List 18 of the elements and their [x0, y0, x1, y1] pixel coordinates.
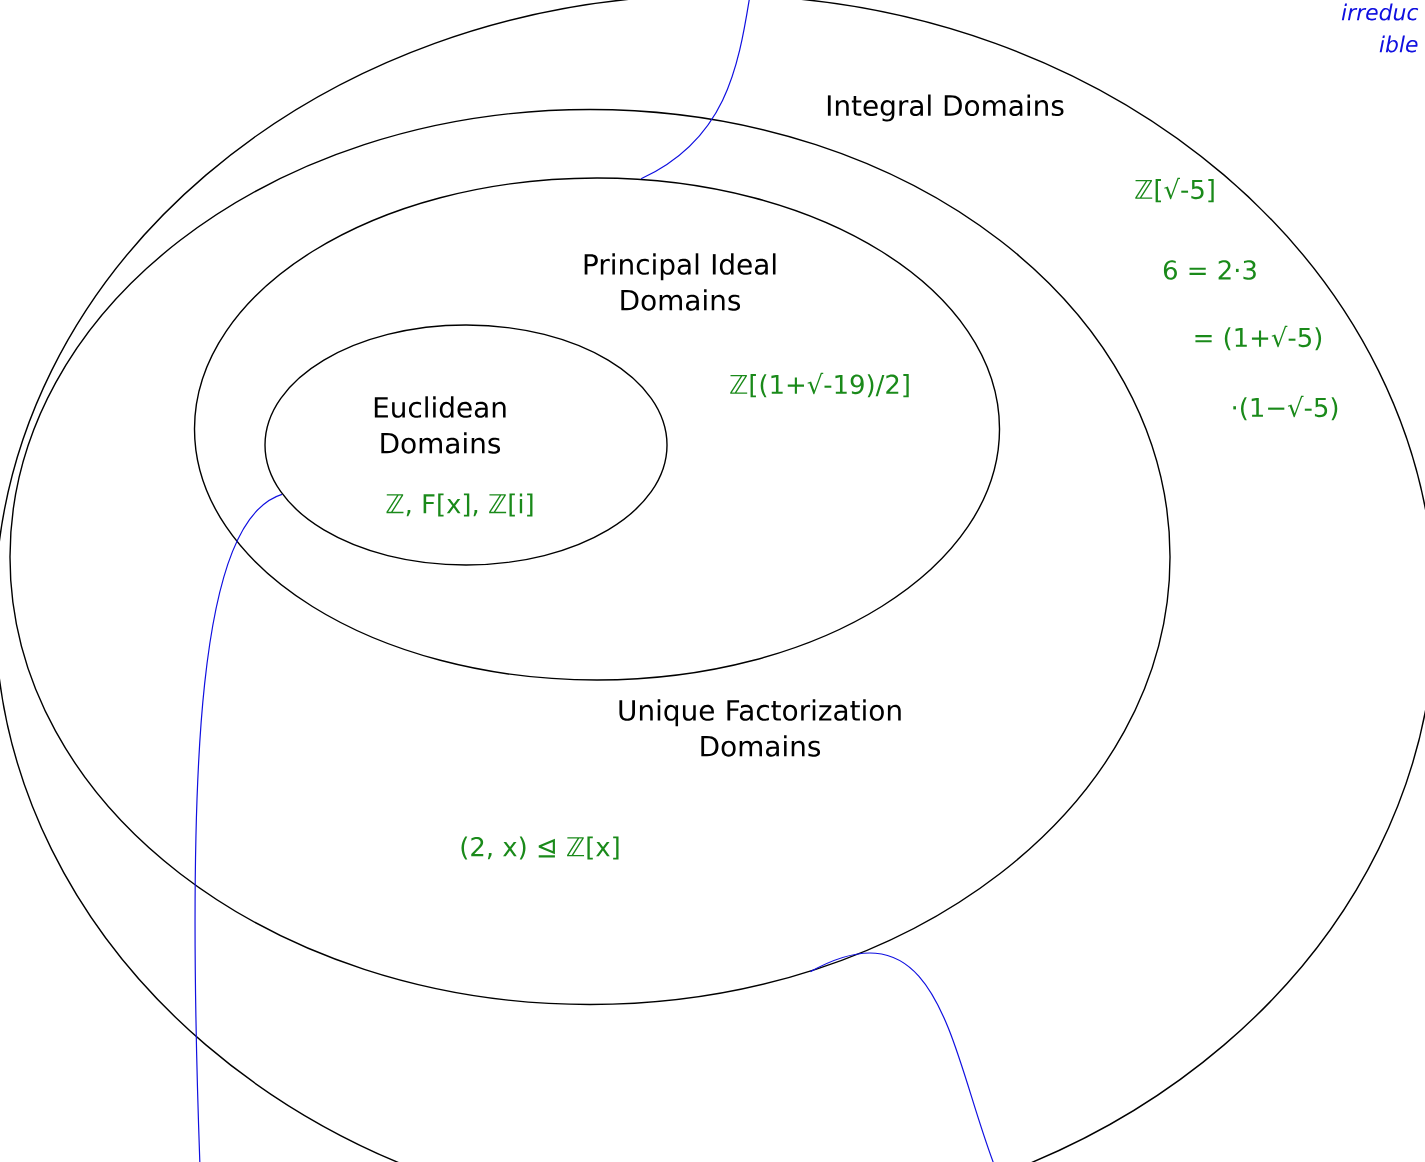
region-title: Principal Ideal Domains	[584, 253, 776, 311]
domain-ellipse	[264, 324, 668, 566]
example-formula: ℤ[(1+√-19)/2]	[730, 372, 909, 398]
leader-line	[640, 0, 751, 180]
leader-line	[194, 493, 283, 1162]
note-text: irreduc	[1341, 3, 1419, 21]
leader-line	[809, 952, 996, 1162]
example-formula: = (1+√-5)	[1195, 325, 1322, 351]
example-formula: 6 = 2·3	[1163, 260, 1256, 280]
region-title: Euclidean Domains	[374, 396, 506, 454]
example-formula: (2, x) ⊴ ℤ[x]	[461, 836, 619, 860]
note-text: ible	[1379, 35, 1418, 53]
example-formula: ℤ[√-5]	[1135, 177, 1214, 203]
region-title: Integral Domains	[827, 94, 1064, 122]
example-formula: ℤ, F[x], ℤ[i]	[386, 493, 533, 517]
example-formula: ·(1−√-5)	[1233, 395, 1338, 421]
region-title: Unique Factorization Domains	[619, 699, 901, 757]
domain-ellipse	[193, 177, 1001, 681]
